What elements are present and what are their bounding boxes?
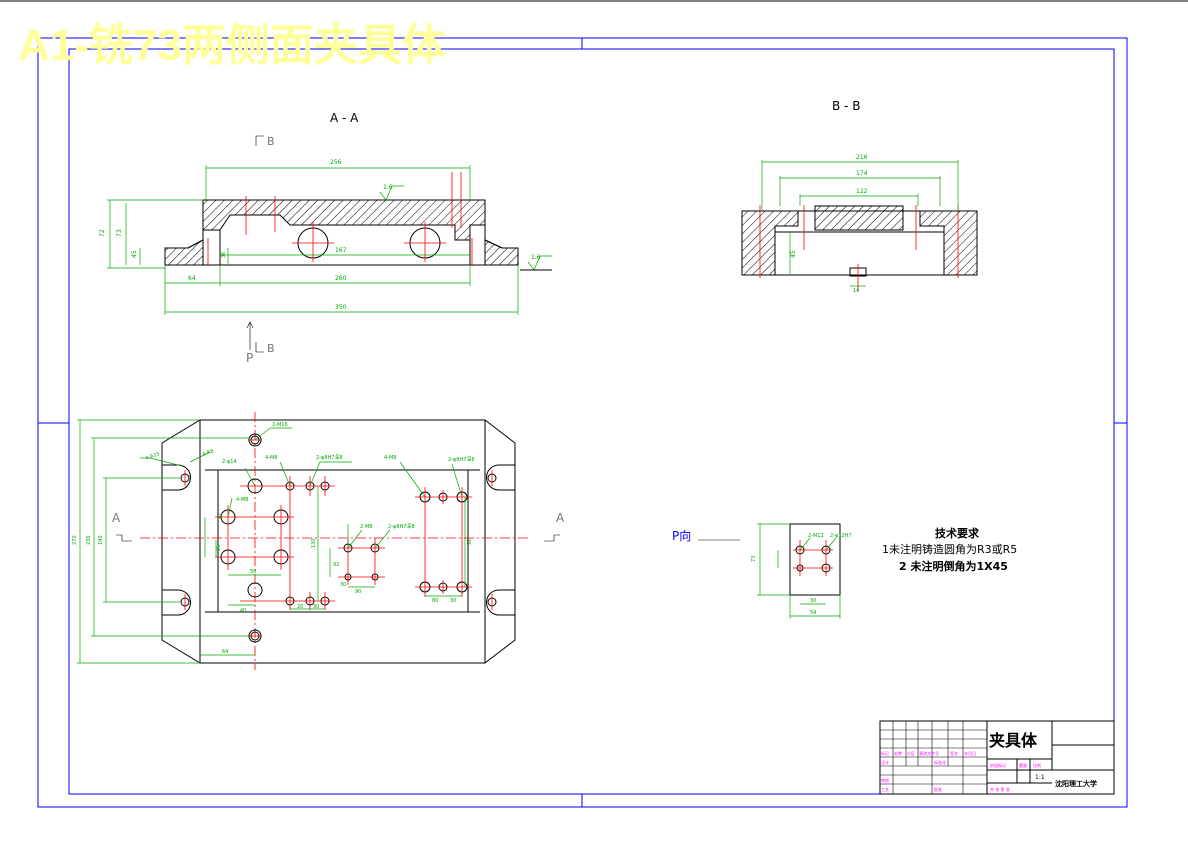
svg-text:20: 20 (297, 604, 303, 610)
svg-text:分区: 分区 (907, 750, 915, 756)
svg-text:64: 64 (222, 649, 228, 655)
svg-text:30: 30 (218, 514, 224, 520)
svg-text:更改文件号: 更改文件号 (919, 750, 939, 756)
outer-frame (37, 37, 1128, 808)
svg-text:25: 25 (216, 545, 222, 551)
svg-text:30: 30 (313, 604, 319, 610)
svg-text:80: 80 (432, 598, 438, 604)
svg-text:共 张 第 张: 共 张 第 张 (990, 786, 1010, 792)
technical-notes: 技术要求 1未注明铸造圆角为R3或R5 2 未注明倒角为1X45 (882, 526, 1017, 573)
svg-text:174: 174 (856, 170, 868, 177)
svg-text:2-φ14: 2-φ14 (222, 459, 237, 465)
svg-text:技术要求: 技术要求 (935, 526, 980, 540)
svg-text:350: 350 (335, 304, 347, 311)
svg-text:A: A (556, 511, 565, 525)
svg-text:72: 72 (99, 229, 106, 237)
svg-text:1.6: 1.6 (383, 184, 393, 191)
section-aa-label: A - A (330, 111, 359, 125)
svg-text:190: 190 (98, 535, 104, 545)
svg-text:阶段标记: 阶段标记 (990, 762, 1006, 768)
centering-marks (38, 38, 1128, 807)
svg-text:2-φ8H7深8: 2-φ8H7深8 (316, 454, 343, 461)
svg-text:2-φ8H7深8: 2-φ8H7深8 (388, 523, 415, 530)
svg-text:2-φ8H7深8: 2-φ8H7深8 (448, 456, 475, 463)
svg-text:4-R8: 4-R8 (202, 448, 215, 458)
section-bb-view: B - B 216 174 122 45 14 (741, 99, 978, 294)
svg-text:4-M8: 4-M8 (265, 455, 277, 461)
svg-text:54: 54 (810, 610, 816, 616)
svg-text:沈阳理工大学: 沈阳理工大学 (1055, 779, 1097, 788)
svg-text:73: 73 (751, 556, 757, 562)
svg-text:2-M8: 2-M8 (360, 524, 372, 530)
svg-text:2-M12: 2-M12 (808, 533, 824, 539)
svg-text:处数: 处数 (894, 750, 902, 756)
svg-text:工艺: 工艺 (881, 787, 889, 792)
svg-text:A: A (112, 511, 121, 525)
svg-text:30: 30 (340, 582, 346, 588)
svg-text:36: 36 (221, 252, 227, 258)
svg-text:1未注明铸造圆角为R3或R5: 1未注明铸造圆角为R3或R5 (882, 542, 1017, 556)
svg-text:92: 92 (333, 562, 339, 568)
svg-text:2-φ12H7: 2-φ12H7 (830, 533, 852, 539)
svg-text:2-M16: 2-M16 (272, 422, 288, 428)
svg-text:40: 40 (240, 608, 246, 614)
svg-text:1.6: 1.6 (531, 254, 541, 261)
svg-text:30: 30 (810, 598, 816, 604)
p-view: P向 73 30 54 2-M12 2-φ12H7 (672, 523, 852, 619)
svg-text:重量: 重量 (1019, 762, 1027, 768)
svg-text:B - B: B - B (832, 99, 860, 113)
svg-text:50: 50 (250, 569, 256, 575)
svg-text:签名: 签名 (950, 750, 958, 756)
svg-text:1:1: 1:1 (1035, 774, 1045, 781)
svg-text:14: 14 (853, 288, 859, 294)
title-block: 夹具体 沈阳理工大学 1:1 标记 处数 分区 更改文件号 签名 年月日 设计 … (879, 720, 1115, 795)
svg-text:122: 122 (856, 188, 868, 195)
inner-frame (68, 48, 1115, 795)
svg-text:270: 270 (72, 535, 78, 545)
watermark-title: A1-铣73两侧面夹具体 (18, 21, 446, 70)
svg-text:4-R15: 4-R15 (145, 451, 161, 462)
svg-text:45: 45 (790, 250, 797, 258)
svg-text:4-M8: 4-M8 (384, 455, 396, 461)
svg-text:批准: 批准 (934, 786, 942, 792)
svg-text:比例: 比例 (1033, 762, 1041, 768)
svg-text:30: 30 (450, 598, 456, 604)
svg-text:B: B (267, 342, 275, 355)
svg-text:167: 167 (335, 247, 347, 254)
svg-text:夹具体: 夹具体 (989, 731, 1038, 750)
svg-text:260: 260 (335, 275, 347, 282)
plan-view: 270 230 190 64 30 25 50 40 20 30 130 92 … (72, 412, 565, 670)
svg-text:216: 216 (856, 154, 868, 161)
svg-text:P向: P向 (672, 528, 691, 543)
svg-text:2 未注明倒角为1X45: 2 未注明倒角为1X45 (899, 559, 1008, 573)
section-aa-view: A - A 256 167 260 64 (99, 111, 552, 365)
svg-text:审核: 审核 (881, 777, 889, 783)
svg-text:45: 45 (131, 250, 138, 258)
svg-text:标准化: 标准化 (934, 759, 946, 765)
svg-text:256: 256 (330, 159, 342, 166)
svg-text:B: B (267, 135, 275, 148)
svg-text:130: 130 (311, 538, 317, 548)
svg-text:64: 64 (188, 275, 196, 282)
svg-text:P: P (246, 351, 253, 365)
svg-text:90: 90 (355, 589, 361, 595)
svg-text:设计: 设计 (881, 759, 889, 765)
svg-text:标记: 标记 (881, 750, 889, 756)
svg-text:年月日: 年月日 (964, 750, 976, 756)
svg-text:230: 230 (86, 535, 92, 545)
svg-text:4-M8: 4-M8 (236, 497, 248, 503)
svg-text:92: 92 (467, 539, 473, 545)
svg-text:73: 73 (116, 229, 123, 237)
